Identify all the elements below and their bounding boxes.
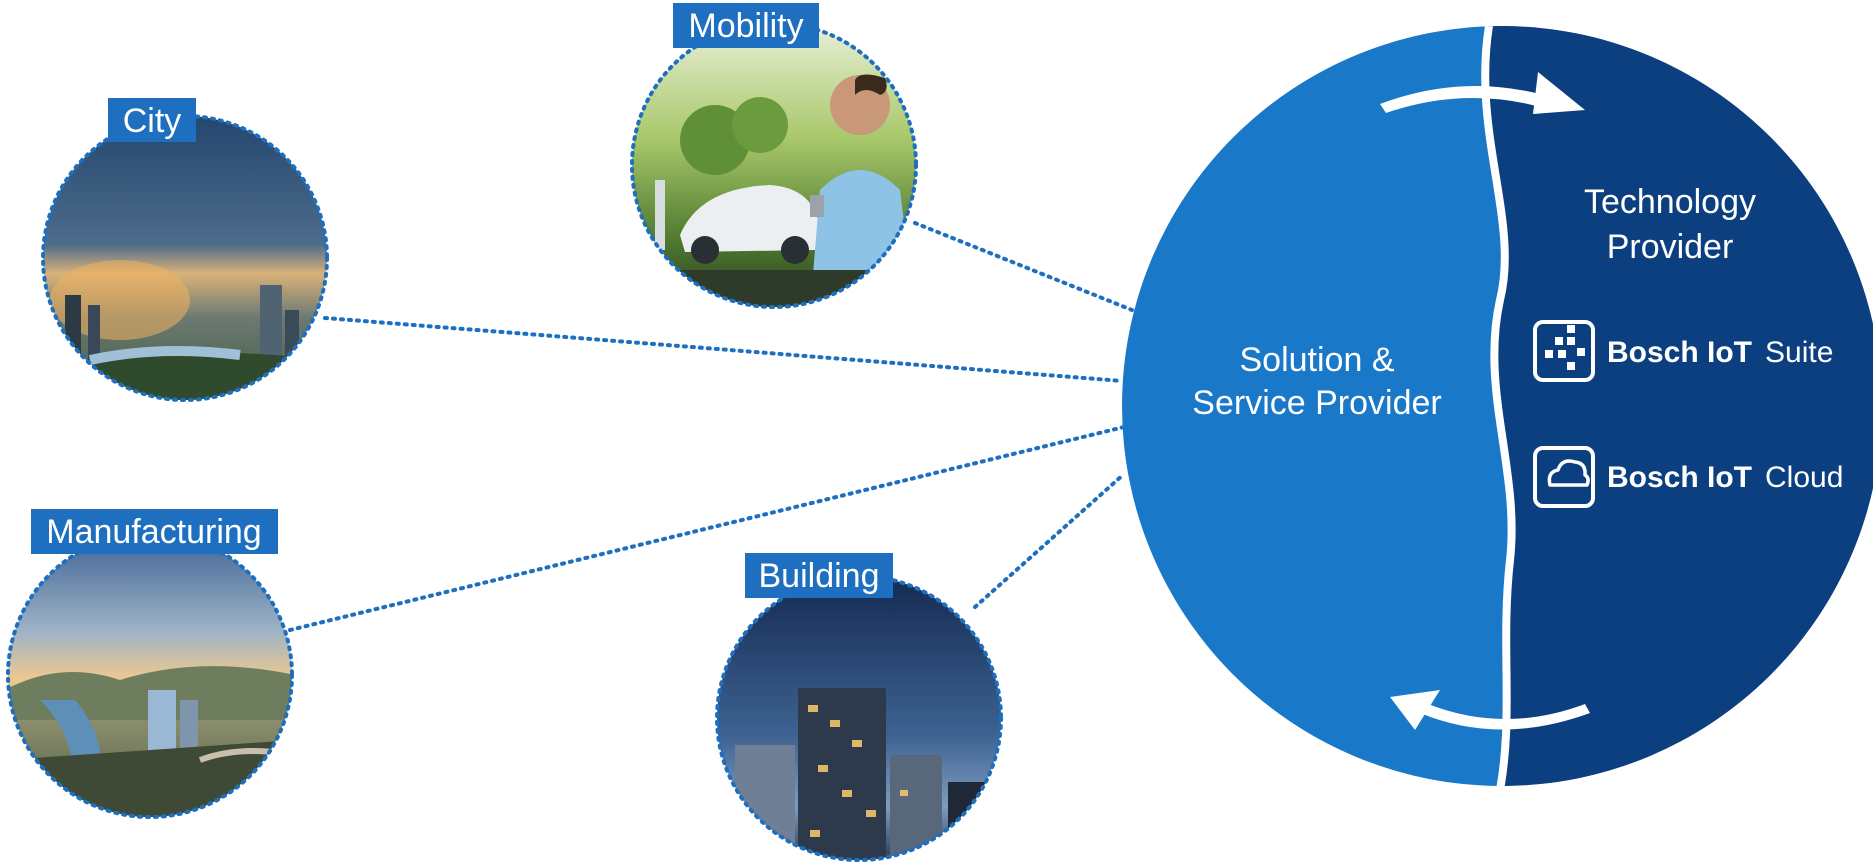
bosch-iot-cloud: Bosch IoT Cloud [1533,446,1843,508]
connector-mobility [913,221,1134,312]
cloud-brand: Bosch IoT [1607,461,1752,494]
hub-divider [1481,26,1516,786]
grid-icon [1533,320,1595,382]
solution-provider-line2: Service Provider [1192,384,1441,422]
mobility-image [632,23,916,307]
city-label: City [123,102,182,140]
cloud-name: Cloud [1765,461,1843,494]
connector-building [973,472,1126,609]
manufacturing-label: Manufacturing [46,513,261,551]
city-tag [108,98,196,142]
technology-provider-line2: Provider [1607,228,1734,266]
connector-manufacturing [288,425,1126,632]
cloud-icon [1533,446,1595,508]
connector-city [323,316,1124,383]
city-node[interactable]: City [40,98,330,404]
suite-brand: Bosch IoT [1607,336,1752,369]
flow-arrow-bottom [1390,690,1590,730]
building-image [717,576,1001,860]
hub-right-half [1485,26,1873,786]
building-tag [745,553,893,598]
technology-provider-line1: Technology [1584,183,1756,221]
manufacturing-tag [31,509,278,554]
city-image [43,116,327,400]
mobility-node[interactable]: Mobility [630,3,920,312]
building-node[interactable]: Building [715,553,1005,863]
flow-arrow-top [1380,72,1585,114]
suite-name: Suite [1765,336,1833,369]
solution-provider-line1: Solution & [1240,341,1395,379]
mobility-tag [673,3,819,48]
provider-hub: Solution & Service Provider Technology P… [1122,26,1873,786]
manufacturing-node[interactable]: Manufacturing [5,509,295,820]
mobility-label: Mobility [688,7,803,45]
bosch-iot-suite: Bosch IoT Suite [1533,320,1833,382]
building-label: Building [759,557,880,595]
